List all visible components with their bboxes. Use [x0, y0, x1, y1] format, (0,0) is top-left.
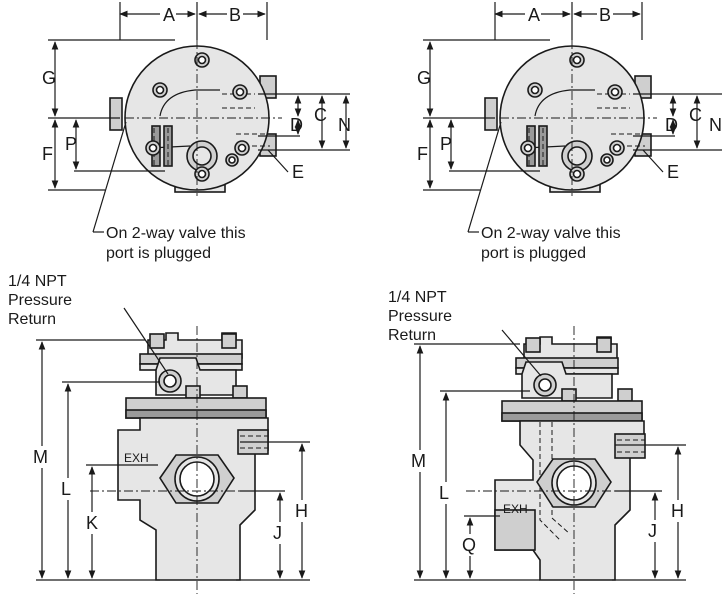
note-line-1: On 2-way valve this [106, 225, 246, 242]
dim-c: C [314, 105, 327, 125]
port-label-3: Return [8, 311, 56, 328]
dim-b: B [599, 5, 611, 25]
top-right-view: A B G F P D C N E On 2-way valve this po… [417, 2, 722, 262]
note-line-1: On 2-way valve this [481, 225, 621, 242]
dim-n: N [338, 115, 351, 135]
dim-l: L [439, 483, 449, 503]
exh-label: EXH [124, 451, 149, 465]
dim-h: H [671, 501, 684, 521]
dim-d: D [290, 115, 303, 135]
dim-j: J [648, 521, 657, 541]
dim-k: K [86, 513, 98, 533]
dim-a: A [163, 5, 175, 25]
port-label-1: 1/4 NPT [388, 289, 447, 306]
dim-j: J [273, 523, 282, 543]
dim-l: L [61, 479, 71, 499]
dim-g: G [417, 68, 431, 88]
port-label-2: Pressure [388, 308, 452, 325]
dim-m: M [411, 451, 426, 471]
dim-q: Q [462, 535, 476, 555]
dim-g: G [42, 68, 56, 88]
dim-m: M [33, 447, 48, 467]
note-line-2: port is plugged [481, 245, 586, 262]
dim-e: E [292, 162, 304, 182]
exh-label: EXH [503, 502, 528, 516]
dim-p: P [65, 134, 77, 154]
dim-e: E [667, 162, 679, 182]
dim-h: H [295, 501, 308, 521]
side-right-view: 1/4 NPT Pressure Return EXH M L Q J H [388, 289, 688, 594]
dim-d: D [665, 115, 678, 135]
dim-a: A [528, 5, 540, 25]
dim-n: N [709, 115, 722, 135]
note-line-2: port is plugged [106, 245, 211, 262]
top-left-view: A B G F P D C N E On 2-way valve this po… [42, 2, 351, 262]
dim-c: C [689, 105, 702, 125]
dim-f: F [417, 144, 428, 164]
port-label-1: 1/4 NPT [8, 273, 67, 290]
side-left-view: 1/4 NPT Pressure Return EXH M L K J H [8, 273, 312, 594]
dim-p: P [440, 134, 452, 154]
port-label-3: Return [388, 327, 436, 344]
dim-b: B [229, 5, 241, 25]
dim-f: F [42, 144, 53, 164]
port-label-2: Pressure [8, 292, 72, 309]
